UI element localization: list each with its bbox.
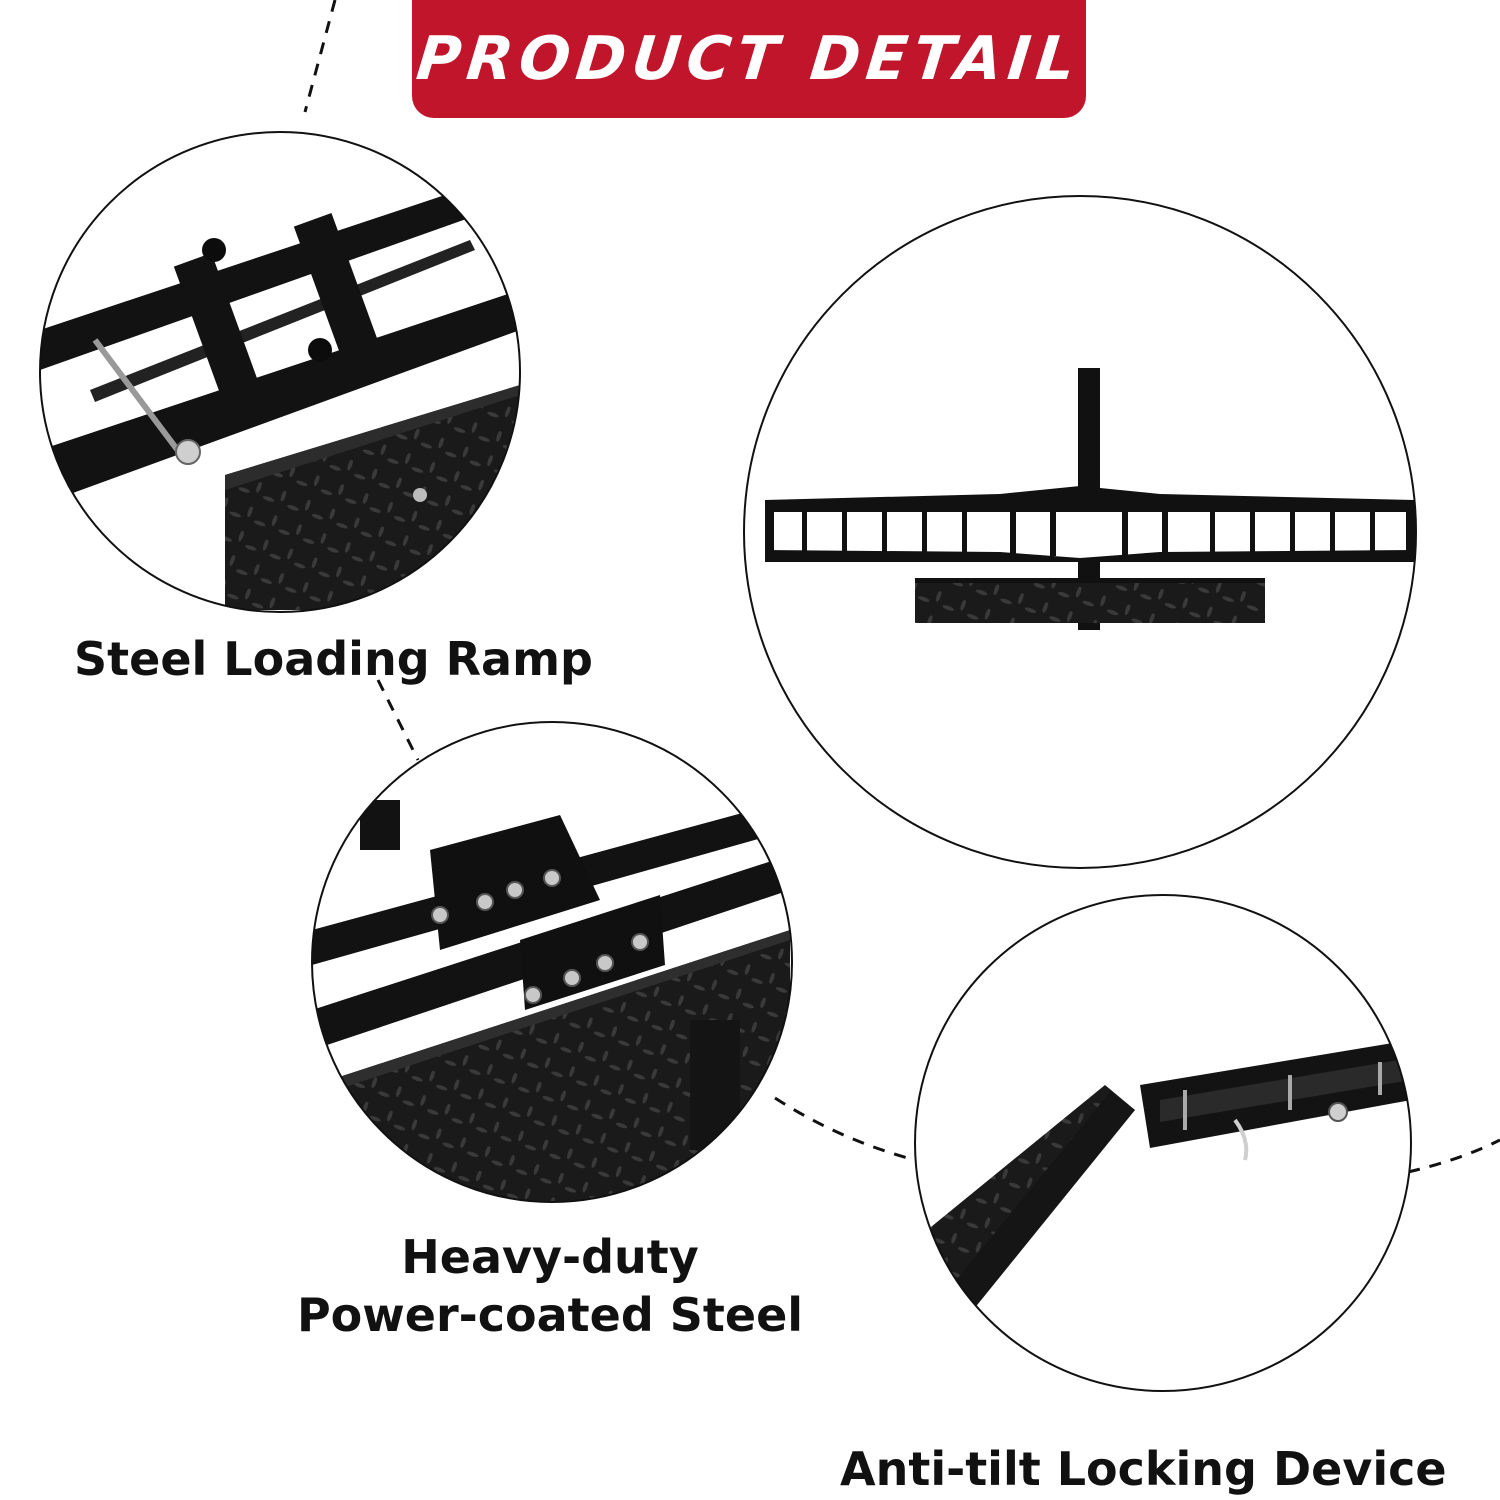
locking-pin-closeup-photo (914, 894, 1412, 1392)
bracket-closeup-photo (311, 721, 793, 1203)
ramp-closeup-photo (39, 131, 521, 613)
heavy-duty-label-line1: Heavy-duty (401, 1230, 699, 1284)
heavy-duty-steel-label: Heavy-duty Power-coated Steel (260, 1228, 840, 1344)
product-detail-banner: PRODUCT DETAIL (412, 0, 1086, 118)
full-carrier-photo (743, 195, 1417, 869)
anti-tilt-locking-label: Anti-tilt Locking Device (840, 1442, 1447, 1496)
dashed-connectors (303, 0, 1500, 1174)
steel-loading-ramp-label: Steel Loading Ramp (74, 632, 593, 686)
heavy-duty-label-line2: Power-coated Steel (296, 1288, 804, 1342)
